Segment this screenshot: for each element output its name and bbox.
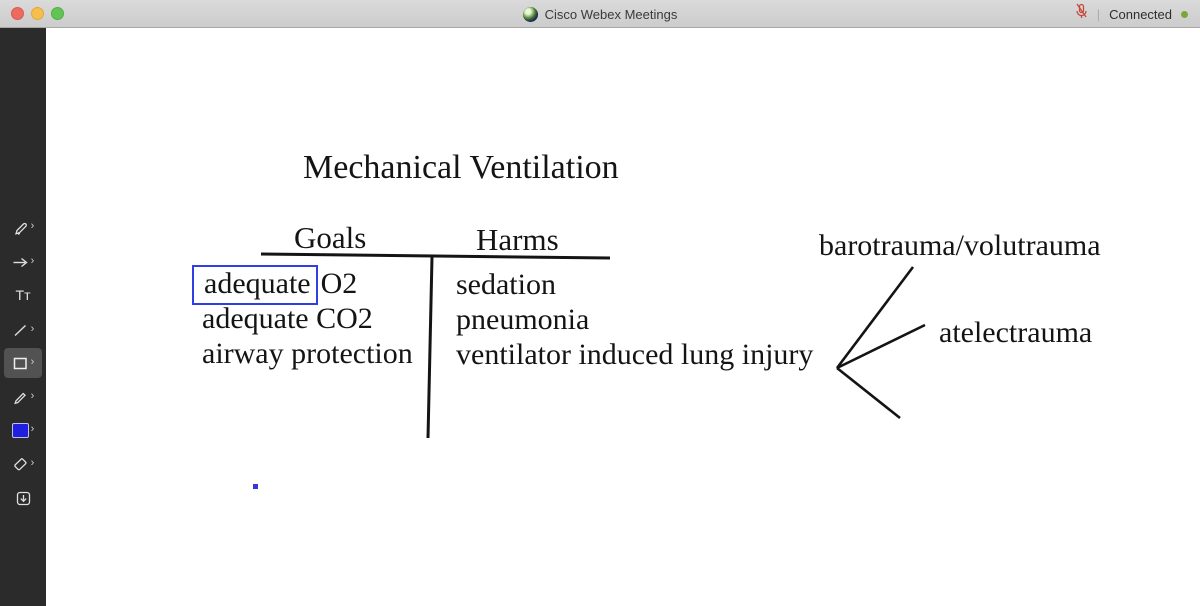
whiteboard-canvas[interactable]: Mechanical Ventilation Goals Harms adequ… [46, 28, 1200, 606]
window-title: Cisco Webex Meetings [544, 6, 678, 22]
eraser-icon [14, 457, 27, 470]
status-dot-icon [1181, 10, 1188, 18]
arrow-tool-button[interactable]: › [4, 247, 42, 277]
rectangle-tool-button[interactable]: › [4, 348, 42, 378]
blue-color-swatch-icon [11, 422, 29, 438]
line-tool-button[interactable]: › [4, 315, 42, 345]
chevron-right-icon: › [30, 254, 35, 267]
titlebar-divider: | [1096, 6, 1101, 22]
connection-status: Connected [1109, 6, 1172, 22]
selected-text-box[interactable]: adequate [192, 265, 318, 305]
close-button[interactable] [11, 7, 24, 20]
harm-item-pneumonia: pneumonia [456, 303, 590, 336]
table-vertical-line [426, 256, 434, 439]
save-download-icon [16, 491, 30, 505]
text-tool-icon: Tт [15, 287, 31, 303]
stray-blue-mark [253, 484, 258, 489]
rectangle-icon [13, 357, 27, 369]
zoom-button[interactable] [51, 7, 64, 20]
annotation-pen-icon [14, 222, 27, 235]
annotation-toolbar: › › Tт › › › › › [0, 28, 46, 606]
color-swatch-button[interactable]: › [4, 415, 42, 445]
branch-line-bottom [836, 366, 901, 420]
pencil-icon [13, 392, 26, 404]
annotation-pen-tool-button[interactable]: › [4, 212, 42, 242]
pencil-tool-button[interactable]: › [4, 382, 42, 412]
webex-logo-icon [522, 6, 538, 22]
goal-item-rest: O2 [320, 267, 358, 300]
chevron-right-icon: › [30, 389, 35, 402]
chevron-right-icon: › [30, 322, 35, 335]
goal-item-adequate-co2: adequate CO2 [202, 302, 373, 335]
chevron-right-icon: › [30, 456, 35, 469]
window-titlebar: Cisco Webex Meetings | Connected [0, 0, 1200, 28]
branch-line-middle [836, 323, 926, 370]
microphone-muted-icon[interactable] [1075, 3, 1088, 25]
chevron-right-icon: › [30, 422, 35, 435]
harm-item-sedation: sedation [456, 268, 556, 301]
whiteboard-title: Mechanical Ventilation [303, 149, 619, 186]
annotation-atelectrauma: atelectrauma [939, 316, 1093, 349]
chevron-right-icon: › [30, 219, 35, 232]
harm-item-vili: ventilator induced lung injury [456, 338, 814, 371]
minimize-button[interactable] [31, 7, 44, 20]
line-icon [14, 324, 26, 336]
goal-item-airway-protection: airway protection [202, 337, 413, 370]
annotation-barotrauma: barotrauma/volutrauma [819, 229, 1101, 262]
branch-line-top [835, 266, 915, 369]
chevron-right-icon: › [30, 355, 35, 368]
eraser-tool-button[interactable]: › [4, 449, 42, 479]
arrow-icon [13, 257, 28, 267]
save-tool-button[interactable] [4, 483, 42, 513]
goals-column-header: Goals [294, 220, 367, 255]
harms-column-header: Harms [476, 222, 559, 257]
text-tool-button[interactable]: Tт [4, 280, 42, 310]
